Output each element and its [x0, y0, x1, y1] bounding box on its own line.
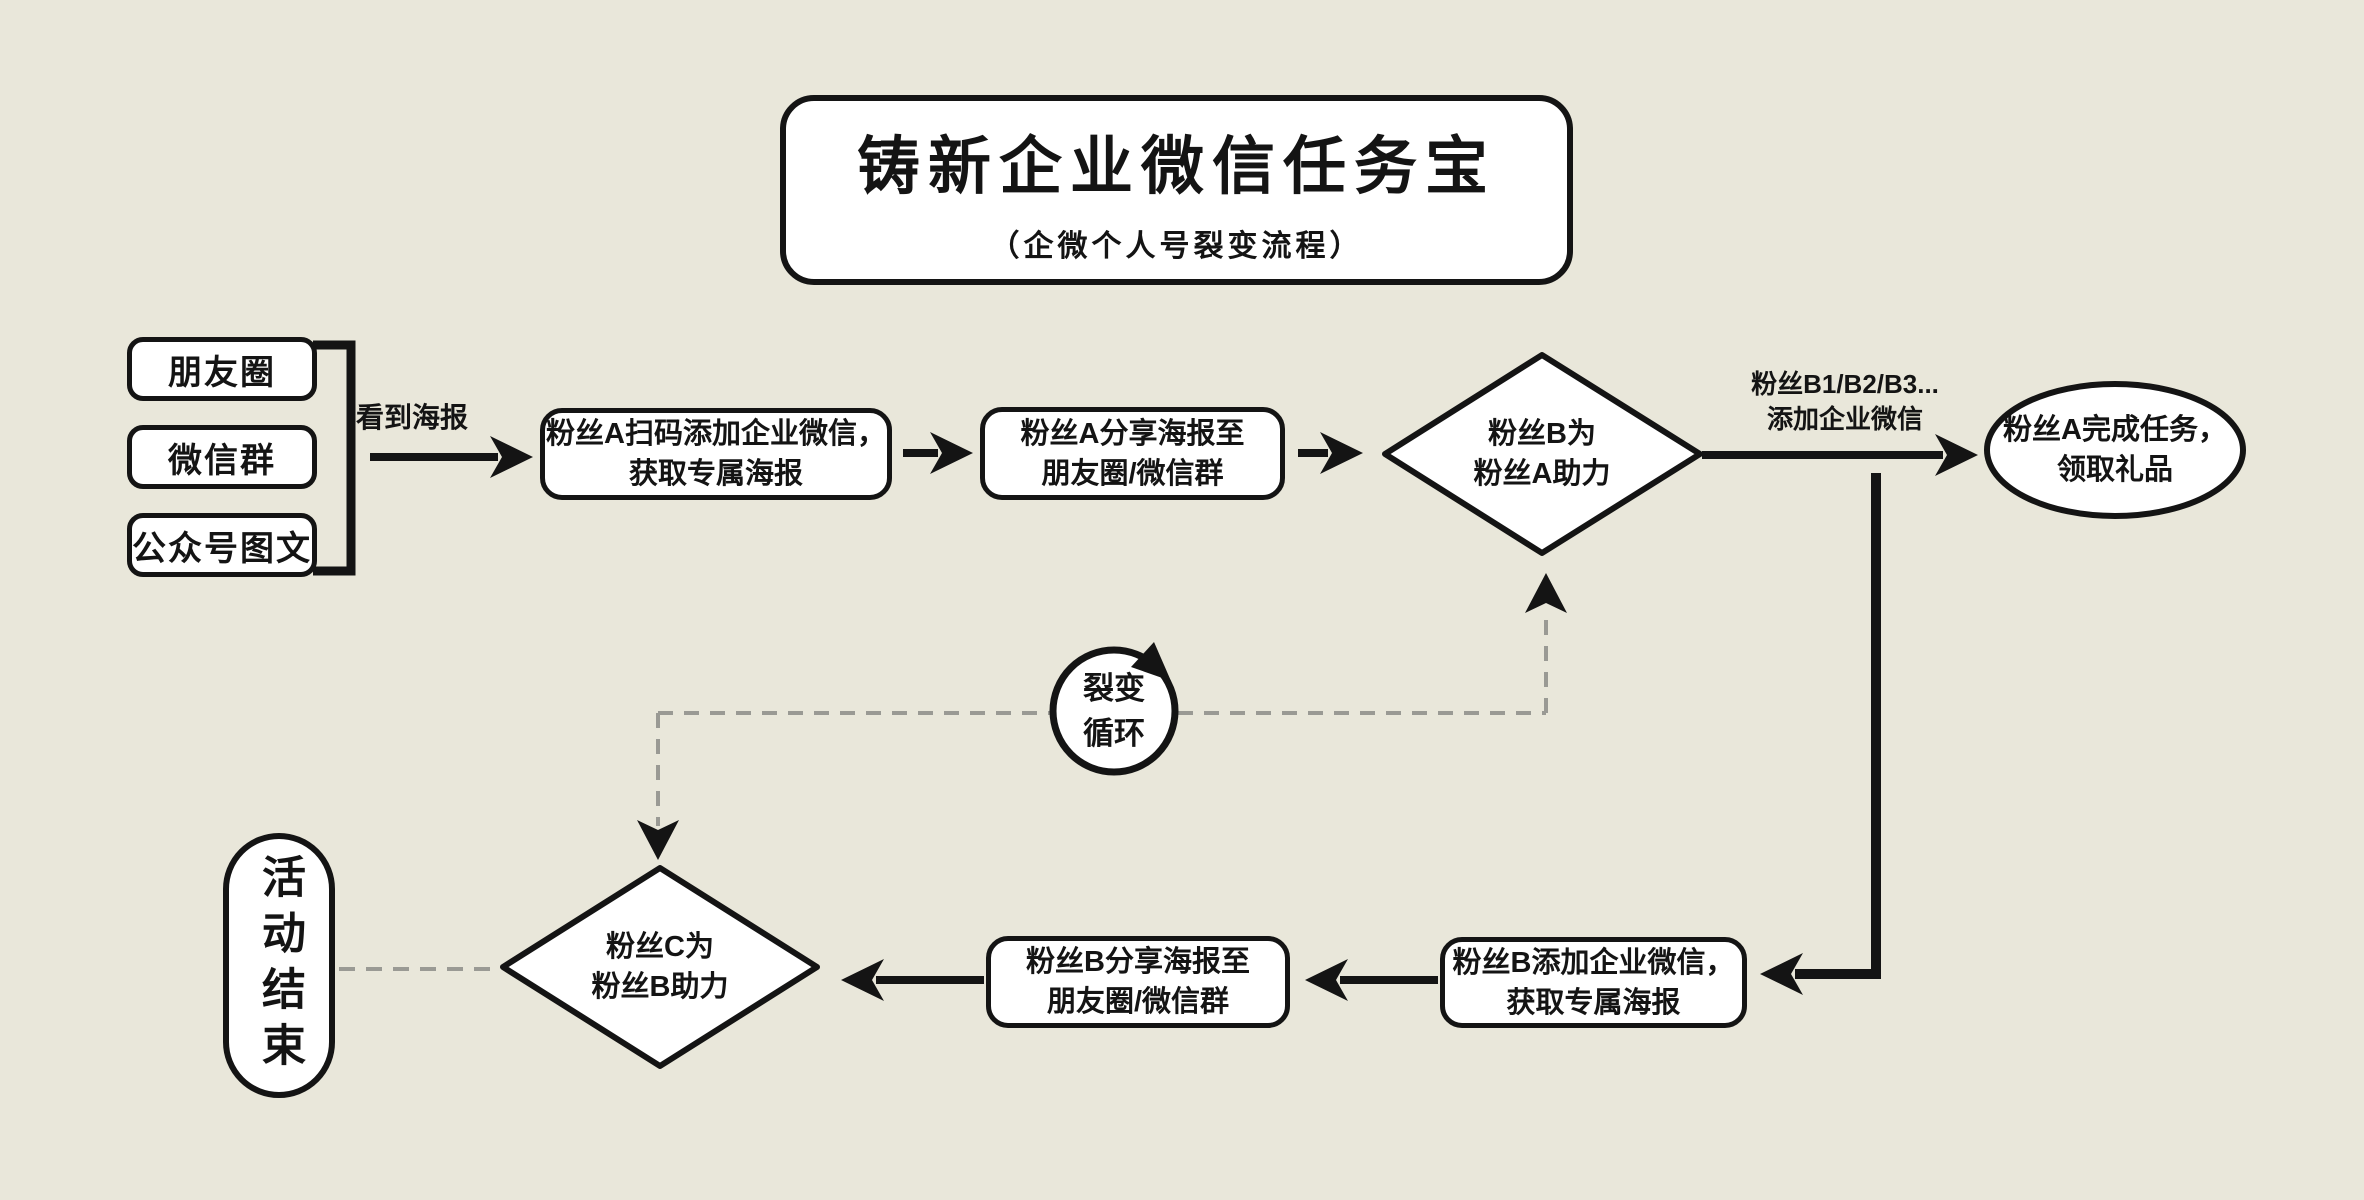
step-share-a-line1: 粉丝A分享海报至	[1020, 417, 1245, 450]
end-capsule-label: 活动结束	[255, 853, 304, 1078]
step-add-b: 粉丝B添加企业微信， 获取专属海报	[1440, 937, 1747, 1028]
arrow-shareb-to-decisionc	[841, 959, 984, 1001]
edge-label-fans-b-line2: 添加企业微信	[1766, 404, 1923, 434]
source-official-article-label: 公众号图文	[132, 529, 312, 568]
source-moments-label: 朋友圈	[168, 353, 276, 392]
step-share-a-line2: 朋友圈/微信群	[1041, 457, 1224, 490]
arrow-see-poster	[370, 436, 533, 478]
step-share-b: 粉丝B分享海报至 朋友圈/微信群	[986, 936, 1290, 1028]
reward-line2: 领取礼品	[2056, 454, 2173, 486]
reward-line1: 粉丝A完成任务，	[2003, 414, 2227, 446]
source-wechat-group: 微信群	[127, 425, 317, 489]
arrow-scan-to-share	[903, 432, 973, 474]
decision-b-line2: 粉丝A助力	[1473, 458, 1611, 490]
decision-c-line2: 粉丝B助力	[591, 971, 729, 1003]
loop-circle-icon	[1049, 642, 1179, 776]
source-bracket	[313, 340, 356, 576]
decision-b-text: 粉丝B为 粉丝A助力	[1432, 412, 1652, 496]
page-title: 铸新企业微信任务宝	[857, 131, 1496, 202]
source-moments: 朋友圈	[127, 337, 317, 401]
step-share-a: 粉丝A分享海报至 朋友圈/微信群	[980, 407, 1285, 500]
loop-line1: 裂变	[1083, 671, 1145, 706]
end-capsule: 活动结束	[223, 833, 335, 1098]
decision-b-diamond	[1382, 352, 1703, 556]
decision-b-line1: 粉丝B为	[1488, 418, 1596, 450]
title-box: 铸新企业微信任务宝 （企微个人号裂变流程）	[780, 95, 1573, 285]
step-scan-a-line2: 获取专属海报	[628, 458, 803, 490]
step-scan-a: 粉丝A扫码添加企业微信， 获取专属海报	[540, 408, 892, 500]
reward-ellipse	[1984, 381, 2246, 519]
step-share-b-line1: 粉丝B分享海报至	[1026, 946, 1250, 978]
loop-text: 裂变 循环	[1052, 663, 1176, 759]
source-official-article: 公众号图文	[127, 513, 317, 577]
step-add-b-line1: 粉丝B添加企业微信，	[1452, 946, 1735, 979]
source-wechat-group-label: 微信群	[168, 441, 276, 480]
decision-c-text: 粉丝C为 粉丝B助力	[550, 925, 770, 1009]
edge-label-fans-b-add: 粉丝B1/B2/B3... 添加企业微信	[1713, 366, 1977, 438]
decision-c-line1: 粉丝C为	[606, 931, 714, 963]
page-subtitle: （企微个人号裂变流程）	[989, 229, 1364, 263]
arrow-decision-to-reward	[1702, 434, 1978, 476]
step-add-b-line2: 获取专属海报	[1506, 986, 1681, 1019]
decision-c-diamond	[500, 865, 820, 1069]
reward-text: 粉丝A完成任务， 领取礼品	[1985, 406, 2245, 494]
step-scan-a-line1: 粉丝A扫码添加企业微信，	[546, 418, 886, 450]
edge-label-fans-b-line1: 粉丝B1/B2/B3...	[1751, 369, 1939, 399]
elbow-to-add-b	[1760, 473, 1881, 995]
step-share-b-line2: 朋友圈/微信群	[1046, 986, 1230, 1018]
arrow-addb-to-shareb	[1305, 959, 1438, 1001]
loop-line2: 循环	[1083, 716, 1145, 751]
edge-label-see-poster: 看到海报	[355, 402, 468, 433]
arrow-share-to-decision	[1298, 432, 1363, 474]
